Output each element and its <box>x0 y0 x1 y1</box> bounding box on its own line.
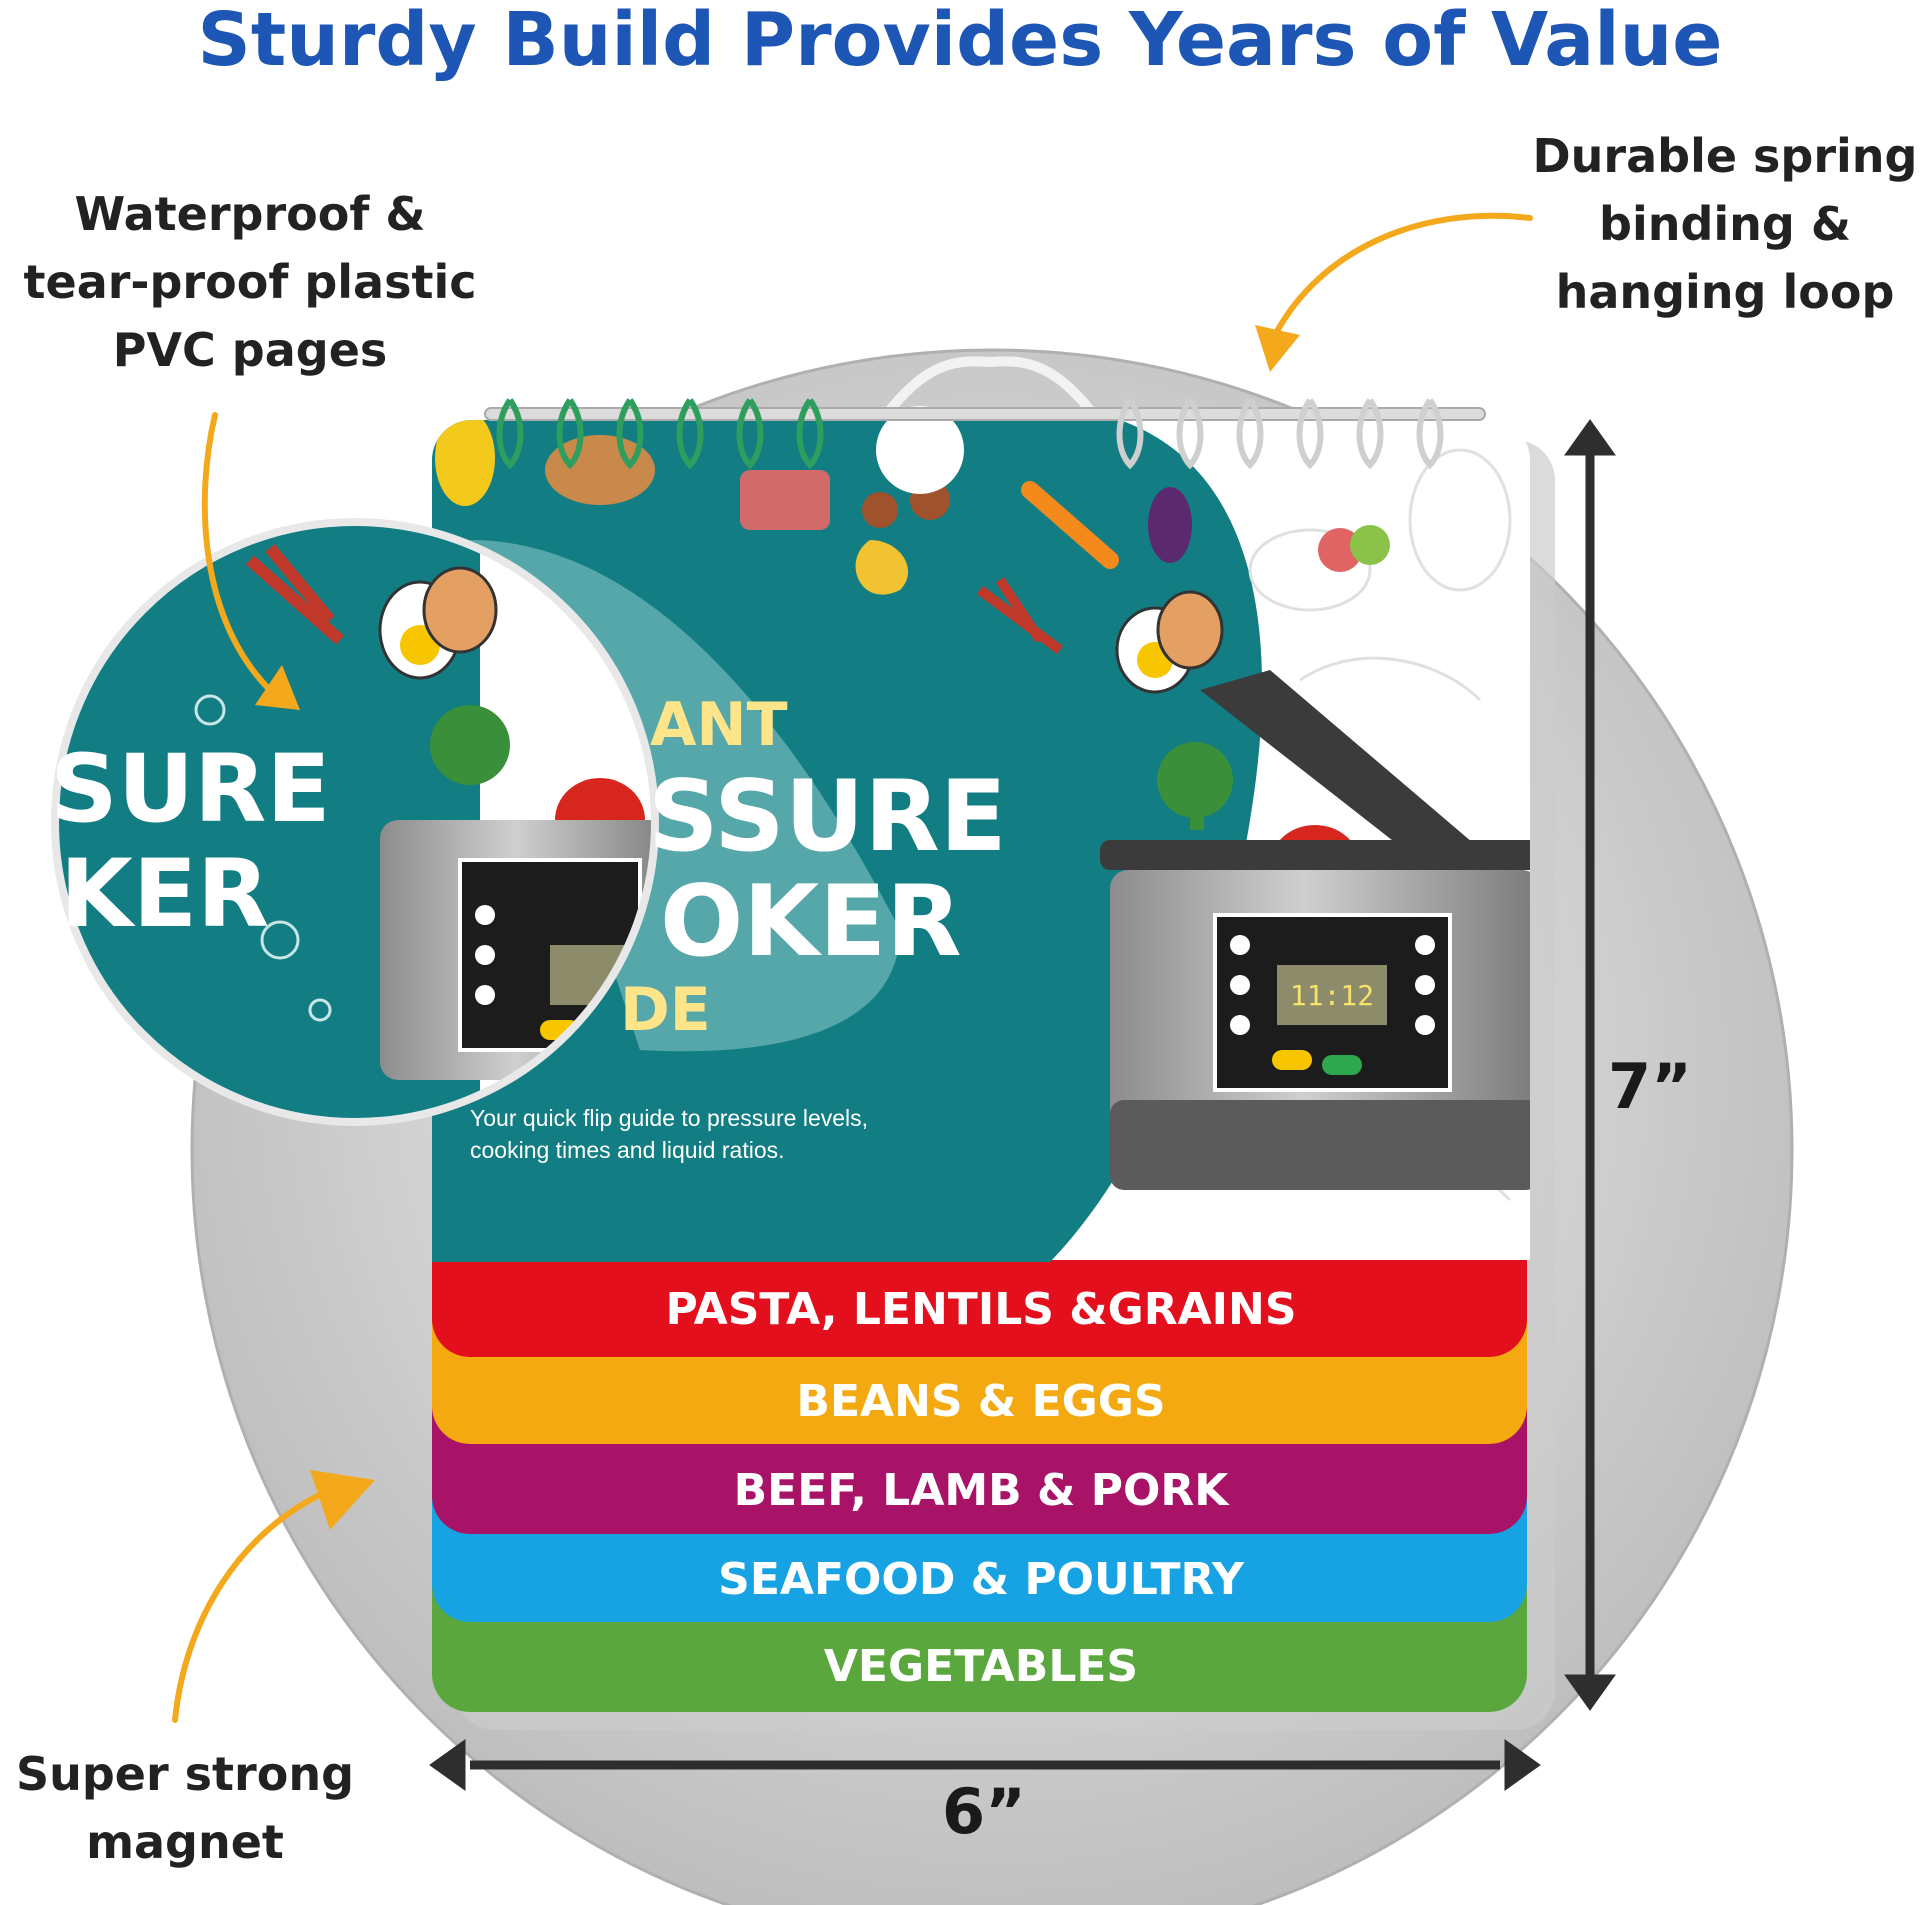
callout-spring-line-3: hanging loop <box>1555 265 1895 319</box>
zoom-title-fragment-1: SURE <box>50 735 331 844</box>
callout-magnet-line-1: Super strong <box>15 1747 355 1801</box>
spring-coil <box>1296 398 1324 470</box>
spring-coil <box>676 398 704 470</box>
pressure-cooker-icon: 11:12 <box>1100 670 1530 1190</box>
callout-pvc-line-3: PVC pages <box>112 323 388 377</box>
spring-coil <box>496 398 524 470</box>
cover-title-fragment-2: SSURE <box>648 760 1007 874</box>
height-dimension-label: 7” <box>1608 1050 1692 1123</box>
callout-pvc-line-2: tear-proof plastic <box>23 255 477 309</box>
callout-spring-line-1: Durable spring <box>1532 129 1918 183</box>
callout-pvc-pages: Waterproof & tear-proof plastic PVC page… <box>0 180 500 384</box>
dimension-arrow-icon <box>429 419 1616 1791</box>
spring-coil <box>616 398 644 470</box>
spring-coil <box>1356 398 1384 470</box>
cover-subtitle-line-2: cooking times and liquid ratios. <box>470 1137 785 1163</box>
tab-label-pasta: PASTA, LENTILS &GRAINS <box>665 1284 1297 1335</box>
tab-label-seafood: SEAFOOD & POULTRY <box>718 1554 1244 1605</box>
cover-subtitle: Your quick flip guide to pressure levels… <box>470 1102 990 1166</box>
cooker-display: 11:12 <box>1290 979 1374 1012</box>
callout-spring-binding: Durable spring binding & hanging loop <box>1490 122 1920 326</box>
hanging-loop <box>885 355 1095 414</box>
cover-subtitle-line-1: Your quick flip guide to pressure levels… <box>470 1105 869 1131</box>
width-dimension-label: 6” <box>942 1775 1026 1848</box>
spring-coil <box>1416 398 1444 470</box>
zoom-title-fragment-2: KER <box>60 840 270 949</box>
callout-magnet: Super strong magnet <box>0 1740 370 1876</box>
spring-coil <box>1116 398 1144 470</box>
spring-coil <box>556 398 584 470</box>
spring-coil <box>1176 398 1204 470</box>
tab-label-beans: BEANS & EGGS <box>796 1376 1166 1427</box>
spring-coil <box>1236 398 1264 470</box>
cover-title-fragment-4: DE <box>620 975 711 1045</box>
curved-arrow-icon <box>172 212 1533 1723</box>
spring-coil <box>736 398 764 470</box>
cover-title-fragment-1: ANT <box>650 690 788 760</box>
tab-stack <box>432 1195 1527 1712</box>
page-title: Sturdy Build Provides Years of Value <box>197 0 1723 83</box>
callout-magnet-line-2: magnet <box>86 1815 284 1869</box>
cover-title-fragment-3: OKER <box>660 865 962 979</box>
magnifier-lens <box>51 518 900 1126</box>
spring-coil <box>796 398 824 470</box>
callout-pvc-line-1: Waterproof & <box>74 187 426 241</box>
spring-binding <box>484 398 1486 470</box>
tab-label-vegetables: VEGETABLES <box>823 1641 1139 1692</box>
callout-spring-line-2: binding & <box>1599 197 1851 251</box>
tab-label-beef: BEEF, LAMB & PORK <box>733 1465 1229 1516</box>
